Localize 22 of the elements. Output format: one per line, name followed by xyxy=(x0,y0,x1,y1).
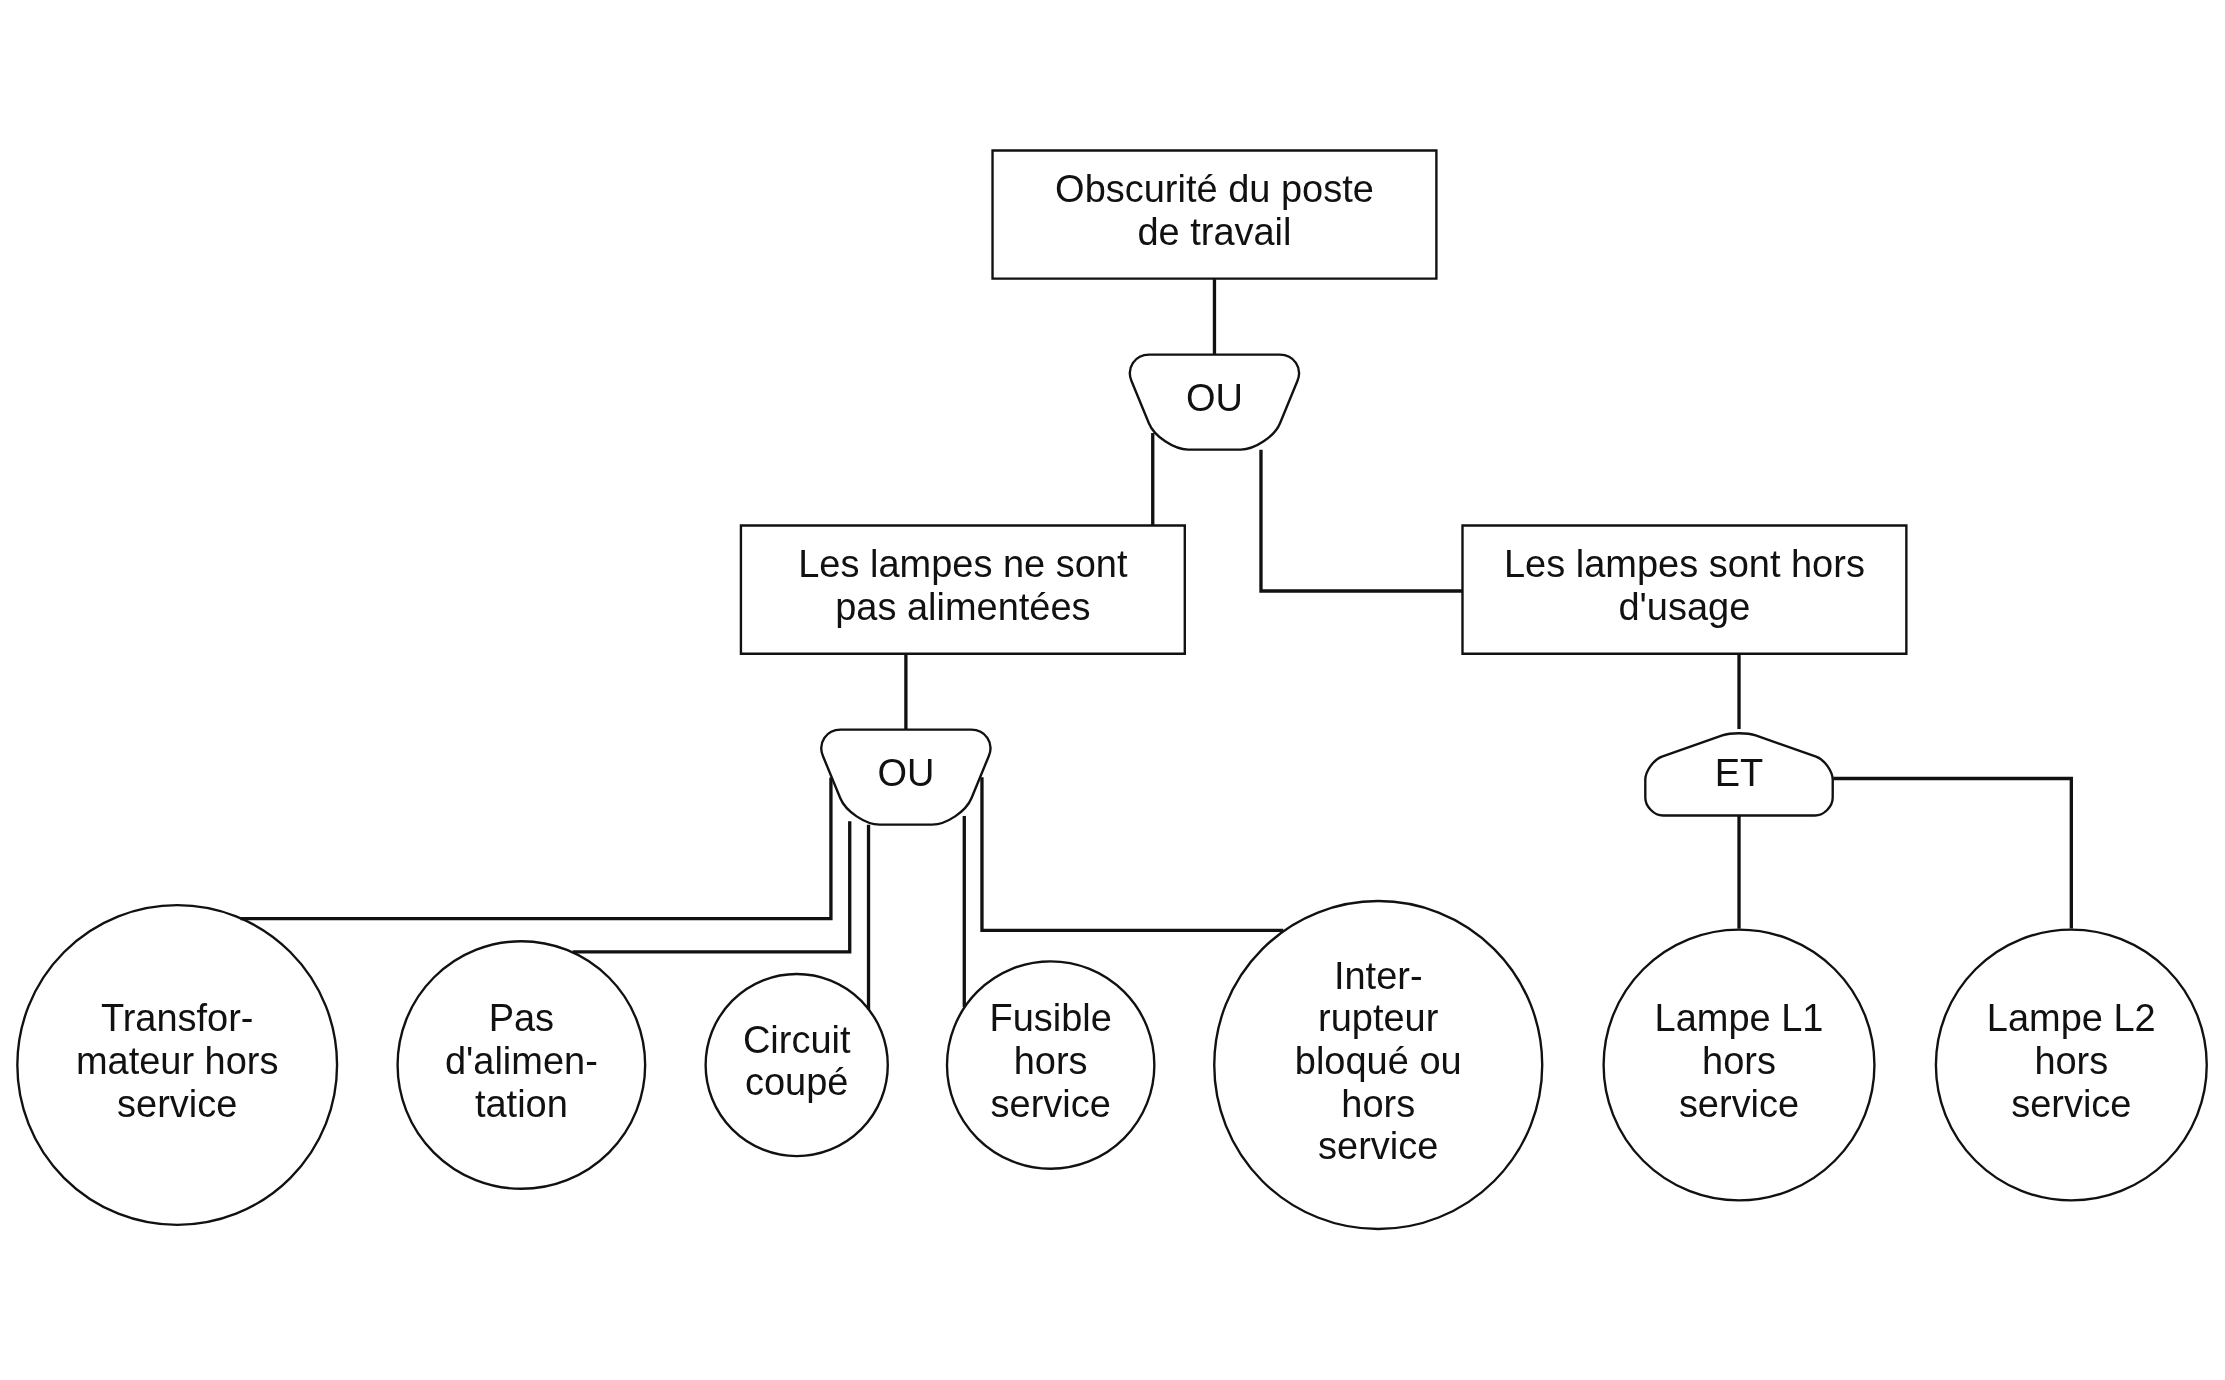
node-box: Les lampes ne sont pas alimentées xyxy=(739,524,1186,655)
connector xyxy=(866,824,871,1010)
node-circle: Transfor- mateur hors service xyxy=(16,903,339,1227)
node-circle: Lampe L2 hors service xyxy=(1934,928,2208,1202)
connector xyxy=(1737,654,1741,730)
node-box: Les lampes sont hors d'usage xyxy=(1461,524,1908,655)
connector xyxy=(980,777,1284,933)
connector xyxy=(240,777,833,921)
node-circle: Lampe L1 hors service xyxy=(1602,928,1876,1202)
connector xyxy=(962,815,966,1007)
node-circle: Inter- rupteur bloqué ou hors service xyxy=(1213,899,1544,1231)
connector xyxy=(1151,433,1155,526)
node-circle: Pas d'alimen- tation xyxy=(396,940,647,1190)
connector xyxy=(572,821,852,954)
node-circle: Circuit coupé xyxy=(704,972,889,1158)
node-circle: Fusible hors service xyxy=(945,960,1156,1170)
node-box: Obscurité du poste de travail xyxy=(991,149,1438,280)
connector xyxy=(904,654,908,730)
connector xyxy=(1833,776,2073,929)
connector xyxy=(1259,449,1463,593)
connector xyxy=(1212,279,1217,355)
connector xyxy=(1737,815,1741,929)
